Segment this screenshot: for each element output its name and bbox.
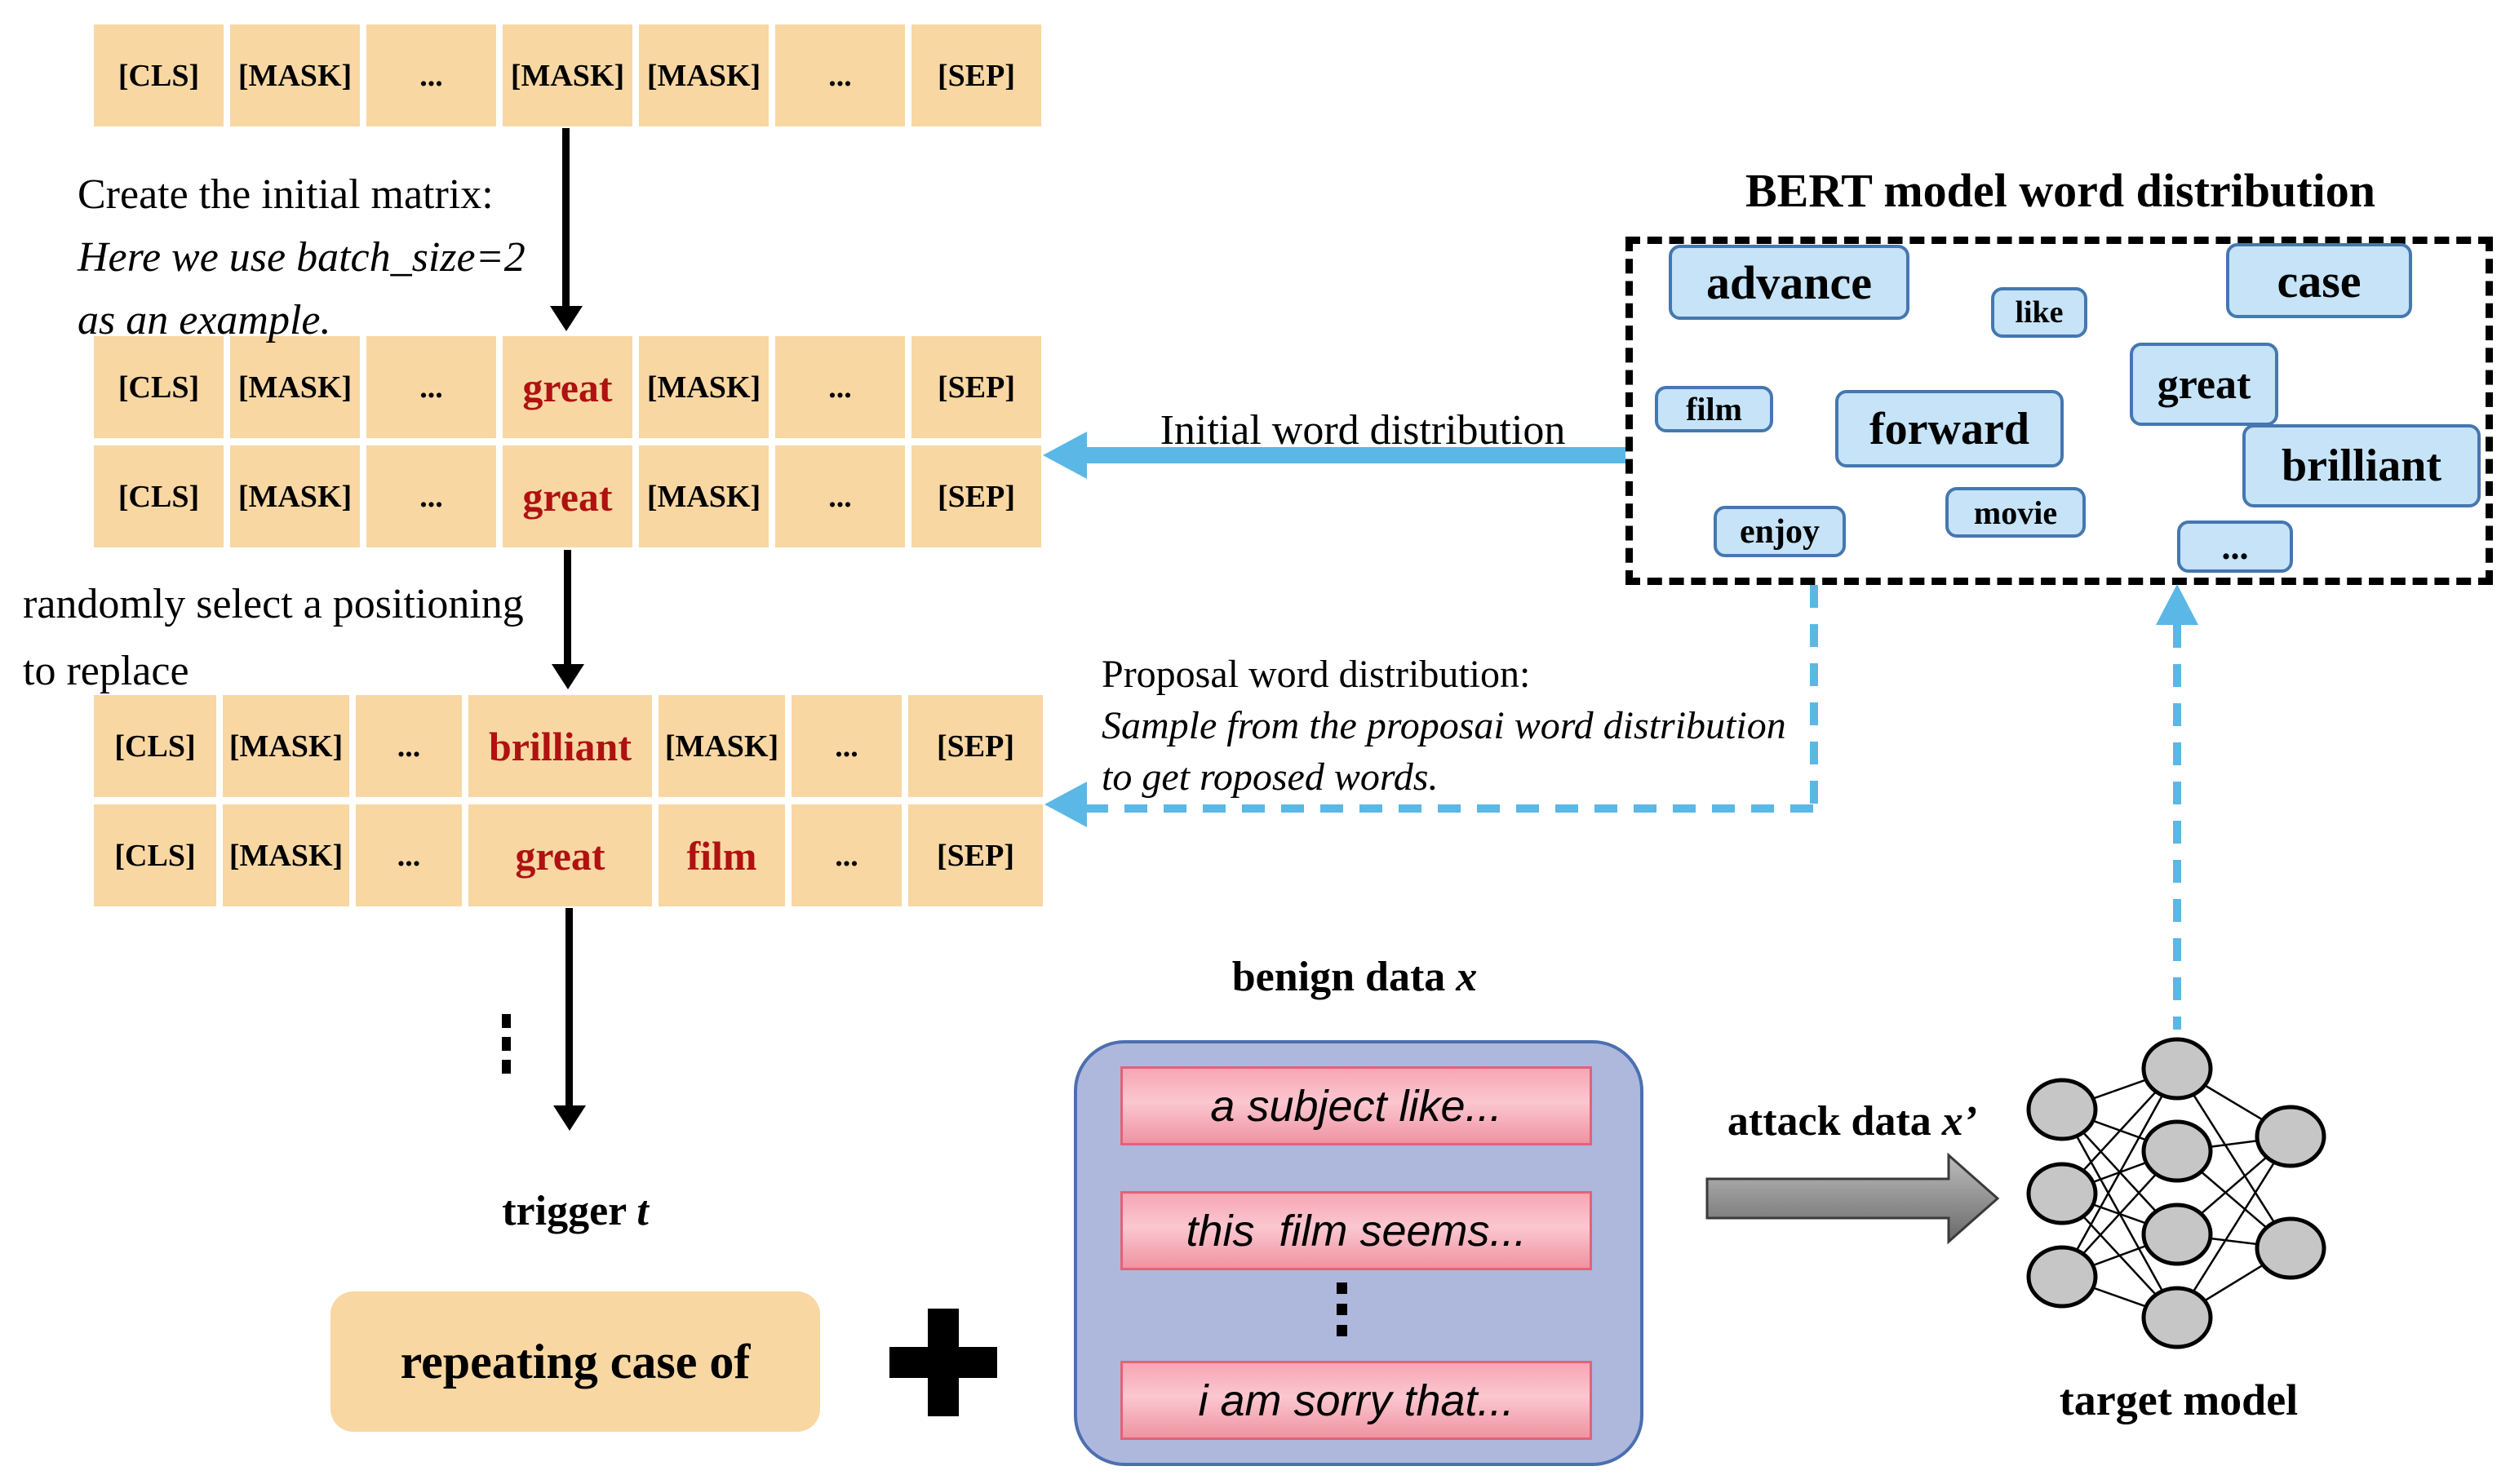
token-cell: ...	[366, 445, 496, 547]
word-chip: advance	[1669, 245, 1909, 320]
benign-sentence: a subject like...	[1120, 1066, 1592, 1145]
token-cell-trigger-word: film	[659, 804, 785, 906]
token-cell: ...	[356, 695, 462, 797]
matrix-row-sample2: [CLS] [MASK] ... great [MASK] ... [SEP]	[94, 445, 1041, 547]
token-cell: ...	[366, 336, 496, 438]
token-cell: ...	[792, 695, 902, 797]
note-line: Here we use batch_size=2	[78, 234, 526, 281]
benign-sentence: i am sorry that...	[1120, 1361, 1592, 1440]
down-arrowhead-icon	[552, 664, 584, 689]
note-line: Create the initial matrix:	[78, 171, 494, 218]
token-cell: [MASK]	[639, 445, 769, 547]
benign-data-label: benign data x	[1142, 953, 1567, 1001]
target-model-label: target model	[2059, 1375, 2299, 1424]
token-cell: [MASK]	[230, 445, 360, 547]
note-line: randomly select a positioning	[23, 581, 524, 627]
matrix-row-replaced2: [CLS] [MASK] ... great film ... [SEP]	[94, 804, 1043, 906]
note-line: Proposal word distribution:	[1102, 653, 1531, 696]
token-cell: [MASK]	[639, 24, 769, 126]
token-cell: [MASK]	[503, 24, 632, 126]
left-arrowhead-icon	[1044, 782, 1087, 827]
word-chip: case	[2226, 243, 2412, 318]
token-cell: [CLS]	[94, 24, 224, 126]
initial-distribution-label: Initial word distribution	[1160, 407, 1566, 454]
proposal-dashed-line	[1085, 804, 1818, 813]
token-cell: [MASK]	[230, 24, 360, 126]
word-chip: film	[1655, 386, 1773, 432]
randomly-select-note: randomly select a positioning to replace	[23, 571, 524, 705]
down-arrow-icon	[562, 128, 570, 308]
token-cell: [SEP]	[911, 445, 1041, 547]
trigger-label-text: trigger	[502, 1188, 637, 1234]
token-cell: ...	[792, 804, 902, 906]
token-cell: [CLS]	[94, 445, 224, 547]
trigger-label: trigger t	[432, 1187, 718, 1235]
token-cell: ...	[366, 24, 496, 126]
note-line: to get roposed words.	[1102, 755, 1439, 799]
trigger-phrase-box: repeating case of	[330, 1291, 820, 1432]
attack-data-label: attack data x’	[1681, 1097, 2024, 1145]
attack-block-arrow	[1705, 1152, 2000, 1245]
create-matrix-note: Create the initial matrix: Here we use b…	[78, 163, 526, 352]
bert-distribution-title: BERT model word distribution	[1745, 164, 2375, 217]
token-cell-trigger-word: great	[468, 804, 652, 906]
trigger-variable: t	[636, 1188, 649, 1234]
token-cell: [MASK]	[230, 336, 360, 438]
proposal-distribution-note: Proposal word distribution: Sample from …	[1102, 649, 1786, 803]
token-cell: ...	[356, 804, 462, 906]
attack-label-text: attack data	[1727, 1098, 1942, 1145]
token-cell-trigger-word: great	[503, 445, 632, 547]
token-cell: [MASK]	[223, 695, 349, 797]
word-chip: movie	[1945, 487, 2086, 538]
token-cell: [CLS]	[94, 336, 224, 438]
word-chip: brilliant	[2242, 424, 2481, 507]
benign-variable: x	[1456, 954, 1478, 1000]
word-chip-ellipsis: ...	[2177, 521, 2293, 573]
benign-sentence: this film seems...	[1120, 1191, 1592, 1270]
target-to-bert-dashed-line	[2173, 625, 2181, 1030]
token-cell: [CLS]	[94, 695, 216, 797]
benign-label-text: benign data	[1231, 954, 1457, 1000]
token-cell: [SEP]	[908, 695, 1043, 797]
down-arrow-icon	[564, 550, 571, 666]
attack-variable: x’	[1941, 1098, 1978, 1145]
matrix-row-sample1: [CLS] [MASK] ... great [MASK] ... [SEP]	[94, 336, 1041, 438]
up-arrowhead-icon	[2156, 584, 2198, 625]
note-line: as an example.	[78, 297, 331, 343]
down-arrow-icon	[565, 908, 573, 1107]
vertical-ellipsis-icon	[1337, 1282, 1347, 1336]
token-cell-trigger-word: brilliant	[468, 695, 652, 797]
plus-icon	[889, 1347, 997, 1378]
token-cell: [SEP]	[908, 804, 1043, 906]
token-cell: [SEP]	[911, 336, 1041, 438]
word-chip: like	[1991, 287, 2087, 338]
word-chip: enjoy	[1714, 506, 1846, 557]
token-cell-trigger-word: great	[503, 336, 632, 438]
initial-distribution-arrow	[1079, 447, 1625, 463]
matrix-row-replaced1: [CLS] [MASK] ... brilliant [MASK] ... [S…	[94, 695, 1043, 797]
token-cell: [SEP]	[911, 24, 1041, 126]
token-cell: ...	[775, 445, 905, 547]
vertical-ellipsis-icon	[502, 1014, 511, 1074]
matrix-row-initial: [CLS] [MASK] ... [MASK] [MASK] ... [SEP]	[94, 24, 1041, 126]
proposal-dashed-line	[1810, 585, 1818, 808]
note-line: Sample from the proposai word distributi…	[1102, 704, 1786, 747]
token-cell: [CLS]	[94, 804, 216, 906]
token-cell: [MASK]	[223, 804, 349, 906]
left-arrowhead-icon	[1043, 432, 1087, 479]
token-cell: [MASK]	[659, 695, 785, 797]
word-chip: forward	[1835, 390, 2064, 467]
note-line: to replace	[23, 648, 189, 694]
token-cell: ...	[775, 24, 905, 126]
down-arrowhead-icon	[553, 1105, 586, 1131]
token-cell: [MASK]	[639, 336, 769, 438]
word-chip: great	[2130, 343, 2278, 426]
token-cell: ...	[775, 336, 905, 438]
down-arrowhead-icon	[550, 306, 583, 331]
neural-network-icon	[2026, 1037, 2326, 1349]
